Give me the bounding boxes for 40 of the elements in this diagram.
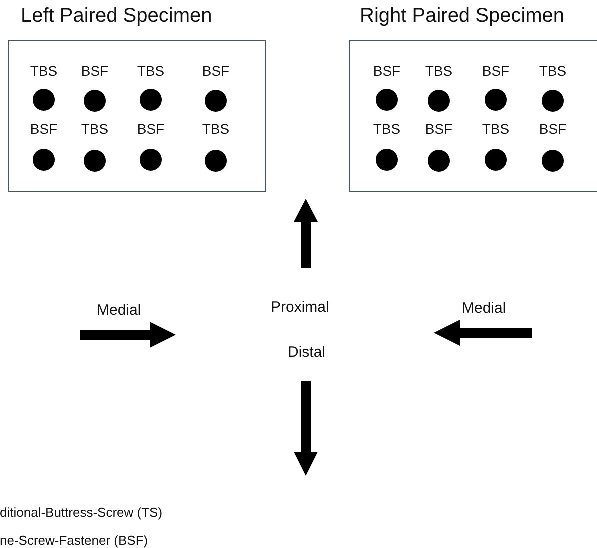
hole-dot	[84, 150, 106, 172]
screw-label: BSF	[137, 121, 165, 137]
direction-label: Medial	[97, 302, 142, 319]
note-text: ditional-Buttress-Screw (TS)	[0, 505, 163, 520]
screw-label: BSF	[30, 121, 58, 137]
direction-label: Proximal	[271, 299, 330, 316]
hole-dot	[428, 90, 450, 112]
screw-label: TBS	[482, 121, 510, 137]
screw-label: TBS	[30, 63, 58, 79]
screw-label: TBS	[202, 121, 230, 137]
screw-label: BSF	[482, 63, 510, 79]
note-text: ne-Screw-Fastener (BSF)	[0, 533, 148, 548]
hole-dot	[542, 150, 564, 172]
direction-label: Medial	[462, 300, 506, 317]
screw-label: BSF	[425, 121, 453, 137]
hole-dot	[205, 90, 227, 112]
panel-heading: Left Paired Specimen	[21, 5, 212, 28]
hole-dot	[376, 89, 398, 111]
hole-dot	[84, 90, 106, 112]
hole-dot	[485, 89, 507, 111]
hole-dot	[140, 89, 162, 111]
screw-label: TBS	[137, 63, 165, 79]
hole-dot	[542, 90, 564, 112]
hole-dot	[485, 149, 507, 171]
screw-label: BSF	[81, 63, 109, 79]
screw-label: TBS	[425, 63, 453, 79]
hole-dot	[428, 150, 450, 172]
hole-dot	[140, 149, 162, 171]
direction-label: Distal	[288, 344, 326, 361]
screw-label: TBS	[539, 63, 567, 79]
screw-label: BSF	[373, 63, 401, 79]
hole-dot	[205, 150, 227, 172]
screw-label: TBS	[81, 121, 109, 137]
screw-label: TBS	[373, 121, 401, 137]
hole-dot	[33, 89, 55, 111]
screw-label: BSF	[202, 63, 230, 79]
hole-dot	[376, 149, 398, 171]
screw-label: BSF	[539, 121, 567, 137]
hole-dot	[33, 149, 55, 171]
panel-heading: Right Paired Specimen	[360, 5, 565, 28]
